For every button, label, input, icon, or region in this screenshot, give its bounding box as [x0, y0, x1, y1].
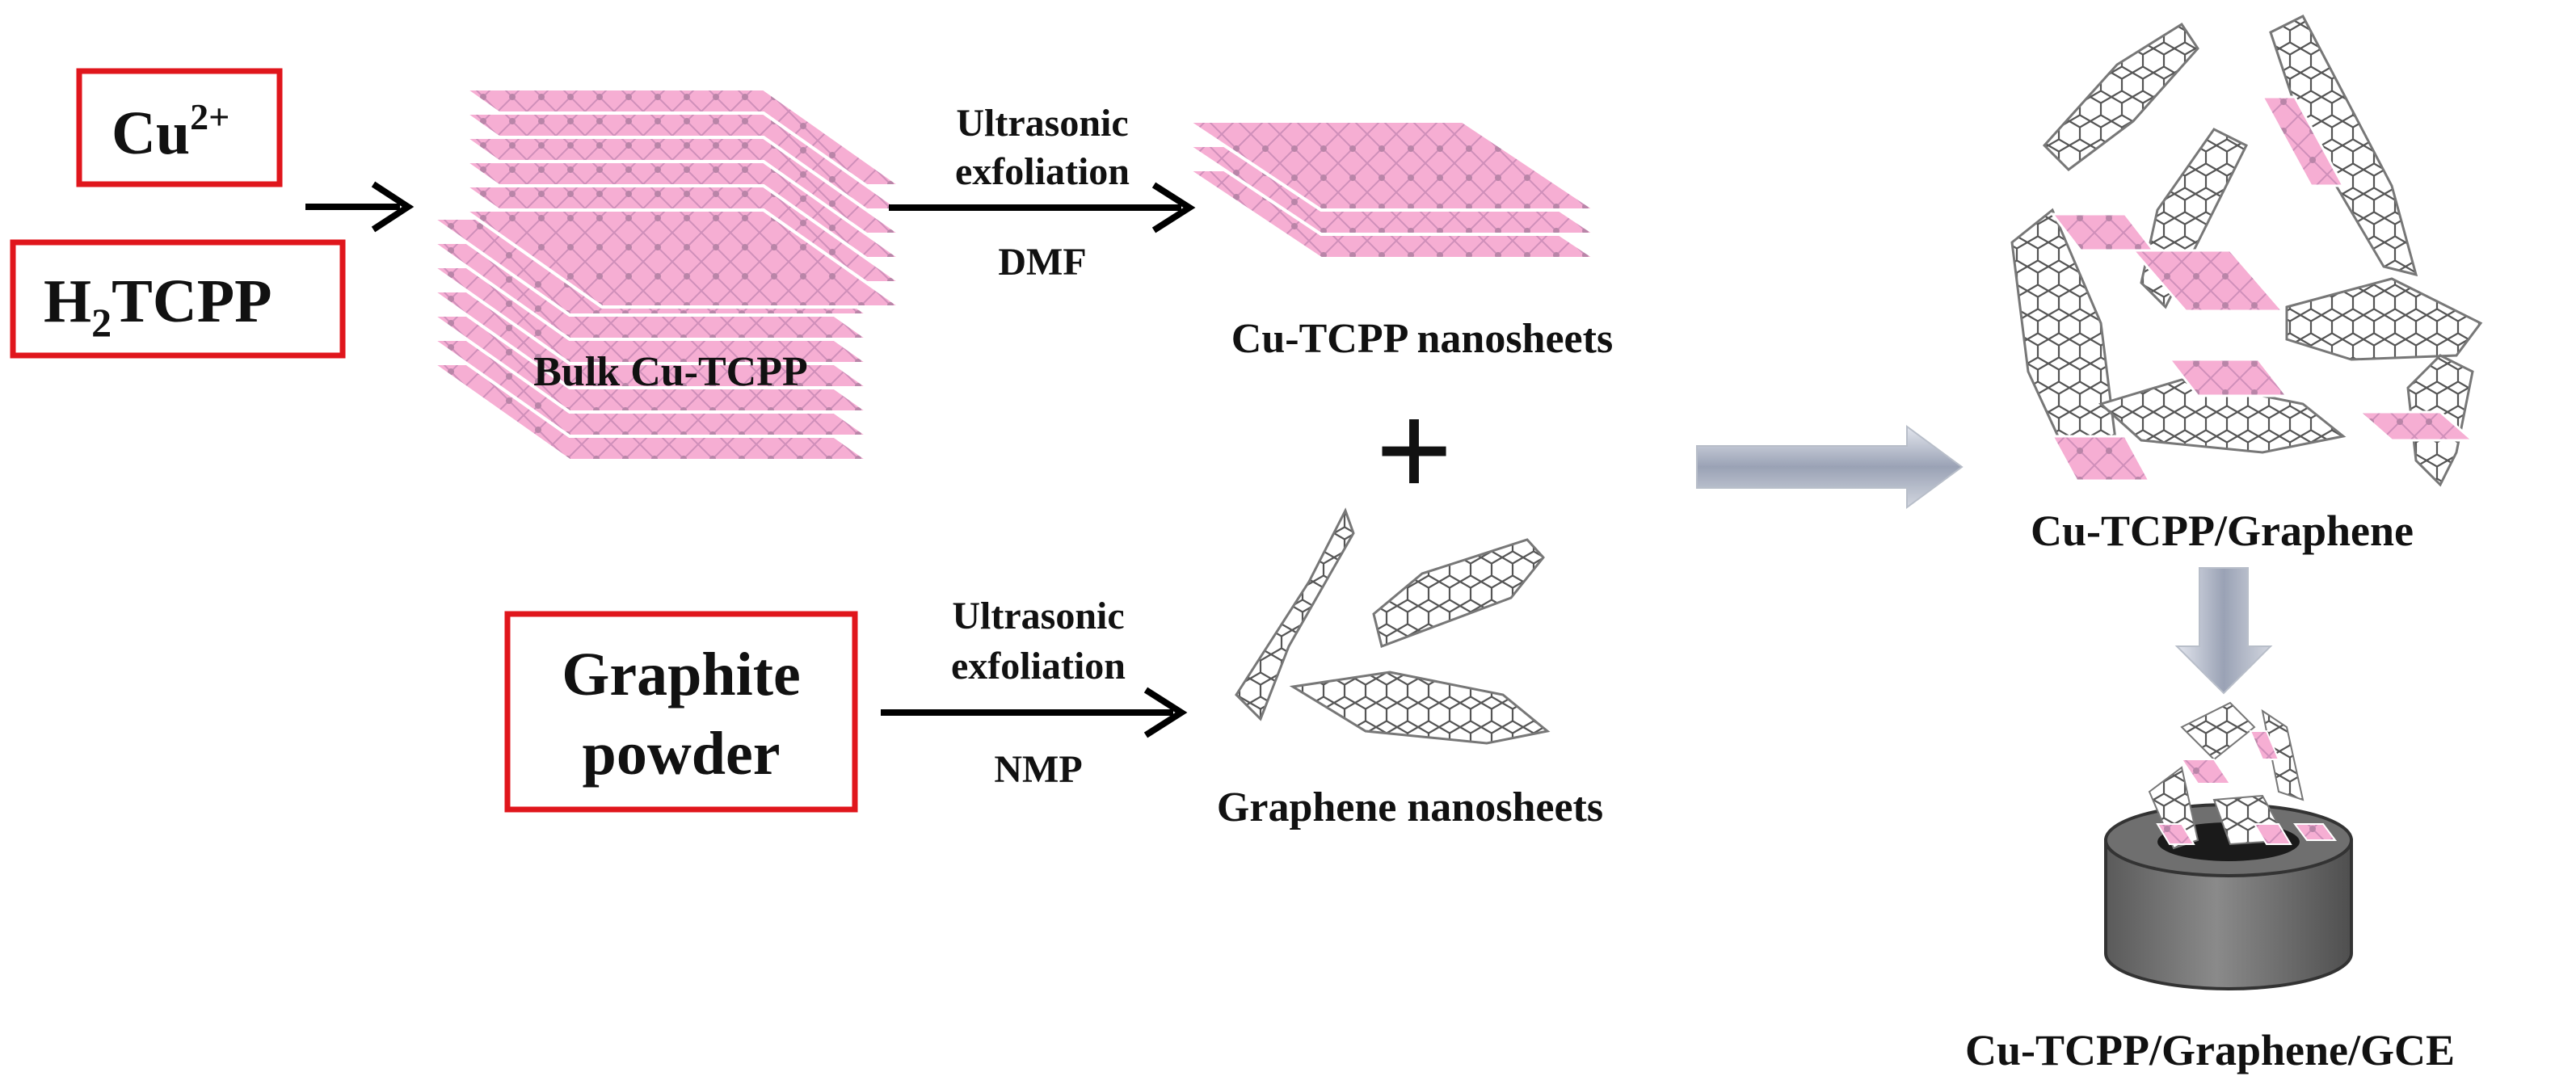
gce-electrode	[2104, 701, 2353, 990]
svg-text:H2TCPP: H2TCPP	[44, 267, 272, 345]
combine-arrow	[1696, 425, 1964, 509]
top-step-line2: exfoliation	[955, 150, 1130, 193]
graphene-nanosheets-label: Graphene nanosheets	[1217, 784, 1603, 830]
ligand-subscript: 2	[91, 300, 112, 345]
graphite-line2: powder	[583, 720, 781, 788]
bulk-cu-tcpp-stack	[427, 87, 907, 462]
graphite-box: Graphite powder	[504, 611, 858, 813]
plus-sign: +	[1375, 375, 1454, 527]
bulk-label: Bulk Cu-TCPP	[533, 349, 808, 395]
cu-ion-charge: 2+	[190, 96, 229, 137]
ligand-rest: TCPP	[112, 267, 271, 335]
top-step-solvent: DMF	[998, 241, 1086, 284]
mof-nanosheets-label: Cu-TCPP nanosheets	[1231, 316, 1613, 362]
top-step-line1: Ultrasonic	[956, 102, 1128, 145]
composite-illustration	[2010, 15, 2483, 487]
graphite-line1: Graphite	[562, 641, 801, 708]
ligand-prefix: H	[44, 267, 91, 335]
modify-electrode-arrow	[2174, 567, 2273, 695]
bottom-exfoliation-step: Ultrasonic exfoliation NMP	[881, 595, 1188, 791]
svg-text:Cu2+: Cu2+	[112, 96, 229, 167]
bottom-step-solvent: NMP	[994, 748, 1082, 791]
bottom-step-line1: Ultrasonic	[952, 595, 1124, 637]
graphene-nanosheets	[1235, 507, 1551, 745]
h2tcpp-box: H2TCPP	[10, 239, 346, 359]
electrode-label: Cu-TCPP/Graphene/GCE	[1965, 1026, 2455, 1074]
cu-ion-base: Cu	[112, 99, 190, 167]
composite-label: Cu-TCPP/Graphene	[2031, 507, 2414, 555]
arrow-to-bulk	[305, 181, 415, 233]
bottom-step-line2: exfoliation	[951, 645, 1126, 687]
cu-tcpp-nanosheets	[1182, 120, 1602, 260]
top-exfoliation-step: Ultrasonic exfoliation DMF	[889, 102, 1196, 284]
cu-ion-box: Cu2+	[76, 68, 283, 187]
